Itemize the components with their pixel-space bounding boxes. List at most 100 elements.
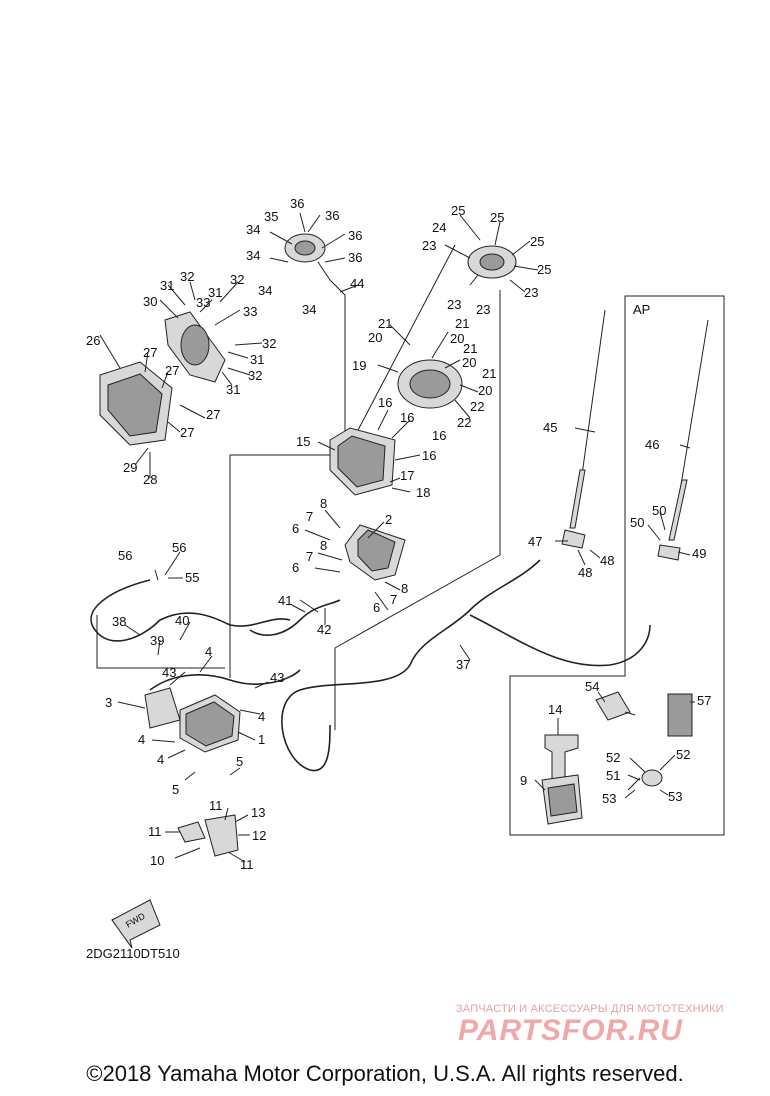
fwd-arrow: FWD <box>111 899 161 949</box>
callout-20: 20 <box>478 383 492 398</box>
callout-36: 36 <box>325 208 339 223</box>
callout-54: 54 <box>585 679 599 694</box>
callout-36: 36 <box>348 250 362 265</box>
callout-23: 23 <box>422 238 436 253</box>
callout-16: 16 <box>432 428 446 443</box>
switch-54 <box>595 691 631 721</box>
callout-14: 14 <box>548 702 562 717</box>
callout-52: 52 <box>606 750 620 765</box>
callout-26: 26 <box>86 333 100 348</box>
wire-harness-37 <box>281 559 541 772</box>
callout-22: 22 <box>470 399 484 414</box>
callout-13: 13 <box>251 805 265 820</box>
callout-8: 8 <box>401 581 408 596</box>
watermark-logo: PARTSFOR.RU <box>458 1014 683 1047</box>
callout-27: 27 <box>180 425 194 440</box>
callout-31: 31 <box>226 382 240 397</box>
callout-21: 21 <box>455 316 469 331</box>
callout-23: 23 <box>476 302 490 317</box>
callout-34: 34 <box>246 222 260 237</box>
callout-32: 32 <box>230 272 244 287</box>
callout-31: 31 <box>160 278 174 293</box>
callout-16: 16 <box>378 395 392 410</box>
callout-51: 51 <box>606 768 620 783</box>
leader-lines <box>99 212 695 863</box>
wire-harness-43 <box>149 669 301 691</box>
callout-37: 37 <box>456 657 470 672</box>
callout-7: 7 <box>306 549 313 564</box>
callout-17: 17 <box>400 468 414 483</box>
copyright-notice: ©2018 Yamaha Motor Corporation, U.S.A. A… <box>86 1061 684 1086</box>
callout-45: 45 <box>543 420 557 435</box>
callout-4: 4 <box>138 732 145 747</box>
callout-27: 27 <box>165 363 179 378</box>
callout-20: 20 <box>462 355 476 370</box>
ap-box-frame <box>509 295 725 836</box>
callout-56: 56 <box>172 540 186 555</box>
callout-44: 44 <box>350 276 364 291</box>
callout-25: 25 <box>530 234 544 249</box>
callout-19: 19 <box>352 358 366 373</box>
callout-30: 30 <box>143 294 157 309</box>
callout-1: 1 <box>258 732 265 747</box>
callout-11: 11 <box>148 824 162 839</box>
bracket-14 <box>544 734 579 781</box>
callout-20: 20 <box>368 330 382 345</box>
callout-53: 53 <box>602 791 616 806</box>
callout-4: 4 <box>258 709 265 724</box>
antenna-46 <box>657 319 709 561</box>
callout-2: 2 <box>385 512 392 527</box>
callout-25: 25 <box>490 210 504 225</box>
callout-53: 53 <box>668 789 682 804</box>
callout-15: 15 <box>296 434 310 449</box>
callout-52: 52 <box>676 747 690 762</box>
callout-48: 48 <box>578 565 592 580</box>
callout-29: 29 <box>123 460 137 475</box>
callout-9: 9 <box>520 773 527 788</box>
callout-31: 31 <box>250 352 264 367</box>
callout-27: 27 <box>206 407 220 422</box>
callout-39: 39 <box>150 633 164 648</box>
callout-23: 23 <box>447 297 461 312</box>
callout-50: 50 <box>652 503 666 518</box>
callout-35: 35 <box>264 209 278 224</box>
callout-25: 25 <box>451 203 465 218</box>
callout-20: 20 <box>450 331 464 346</box>
sensor-51 <box>627 769 663 791</box>
callout-21: 21 <box>378 316 392 331</box>
callout-8: 8 <box>320 538 327 553</box>
speaker-housing-left <box>99 361 173 446</box>
callout-25: 25 <box>537 262 551 277</box>
reference-line <box>229 310 346 678</box>
callout-16: 16 <box>422 448 436 463</box>
callout-31: 31 <box>208 285 222 300</box>
callout-32: 32 <box>180 269 194 284</box>
callout-8: 8 <box>320 496 327 511</box>
callout-36: 36 <box>348 228 362 243</box>
callout-40: 40 <box>175 613 189 628</box>
wire-harness-38-40 <box>90 579 291 642</box>
callout-labels: 36 35 36 36 34 34 36 34 34 44 32 31 32 3… <box>86 196 711 961</box>
callout-32: 32 <box>248 368 262 383</box>
callout-18: 18 <box>416 485 430 500</box>
callout-36: 36 <box>290 196 304 211</box>
callout-28: 28 <box>143 472 157 487</box>
callout-56: 56 <box>118 548 132 563</box>
diagram-code: 2DG2110DT510 <box>86 946 180 961</box>
amplifier-unit <box>179 694 241 753</box>
callout-41: 41 <box>278 593 292 608</box>
callout-49: 49 <box>692 546 706 561</box>
reference-line <box>334 290 501 730</box>
watermark-tagline: ЗАПЧАСТИ И АКСЕССУАРЫ ДЛЯ МОТОТЕХНИКИ <box>456 1003 724 1015</box>
callout-24: 24 <box>432 220 446 235</box>
callout-6: 6 <box>292 521 299 536</box>
callout-23: 23 <box>524 285 538 300</box>
callout-47: 47 <box>528 534 542 549</box>
callout-32: 32 <box>262 336 276 351</box>
callout-21: 21 <box>463 341 477 356</box>
callout-50: 50 <box>630 515 644 530</box>
callout-10: 10 <box>150 853 164 868</box>
callout-4: 4 <box>205 644 212 659</box>
reference-line <box>344 244 456 456</box>
callout-4: 4 <box>157 752 164 767</box>
